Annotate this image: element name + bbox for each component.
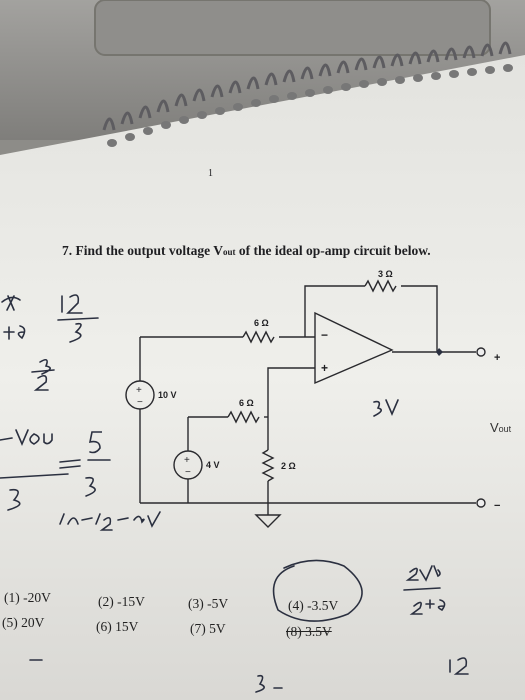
input-resistor-6ohm-bottom — [227, 410, 260, 424]
choice-8: (8) 3.5V — [286, 624, 332, 639]
ground-symbol — [254, 514, 282, 528]
choice-2: (2) -15V — [98, 594, 145, 609]
label-opamp-minus: − — [321, 328, 329, 342]
output-node-dot — [436, 348, 443, 356]
label-input-resistor-bottom: 6 Ω — [239, 398, 254, 408]
output-terminal-minus — [476, 498, 486, 508]
choice-6: (6) 15V — [96, 619, 139, 634]
problem-text-after: of the ideal op-amp circuit below. — [235, 243, 431, 258]
choice-3: (3) -5V — [188, 596, 229, 611]
label-vout: Vout — [490, 420, 511, 435]
laptop-trackpad-recess — [94, 0, 491, 56]
input-resistor-6ohm-top — [242, 330, 275, 344]
feedback-resistor-3ohm — [364, 279, 397, 293]
label-source-4v: 4 V — [206, 460, 220, 470]
handwritten-notes — [0, 294, 469, 693]
label-output-plus: + — [494, 352, 501, 364]
noninverting-wire — [267, 367, 315, 417]
label-input-resistor-top: 6 Ω — [254, 318, 269, 328]
problem-text-sub: out — [223, 247, 236, 257]
ground-resistor-2ohm — [261, 449, 275, 482]
paper-sheet — [0, 55, 525, 700]
feedback-wire-left — [304, 285, 365, 337]
source-4v-minus-mark: − — [185, 467, 191, 478]
label-ground-resistor: 2 Ω — [281, 461, 296, 471]
problem-number: 7. — [62, 243, 73, 258]
label-source-10v: 10 V — [158, 390, 177, 400]
source-4v-plus-mark: + — [184, 455, 190, 466]
vout-sub: out — [498, 424, 512, 434]
problem-statement: 7. Find the output voltage Vout of the i… — [62, 243, 431, 259]
problem-text-before: Find the output voltage V — [75, 243, 224, 258]
choice-4: (4) -3.5V — [288, 598, 339, 613]
feedback-wire-right — [401, 285, 438, 352]
output-terminal-plus — [476, 347, 486, 357]
label-output-minus: − — [494, 500, 501, 512]
label-opamp-plus: + — [321, 361, 329, 375]
op-amp-body — [314, 311, 394, 385]
source-10v-plus-mark: + — [136, 385, 142, 396]
choice-5: (5) 20V — [2, 615, 45, 630]
choice-1: (1) -20V — [4, 590, 51, 605]
page-mark: 1 — [208, 168, 213, 179]
spiral-binding — [102, 41, 512, 131]
choice-7: (7) 5V — [190, 621, 226, 636]
source-10v-minus-mark: − — [137, 397, 143, 408]
vout-main: V — [490, 420, 499, 435]
label-feedback-resistor: 3 Ω — [378, 269, 393, 279]
binding-holes — [107, 64, 513, 147]
